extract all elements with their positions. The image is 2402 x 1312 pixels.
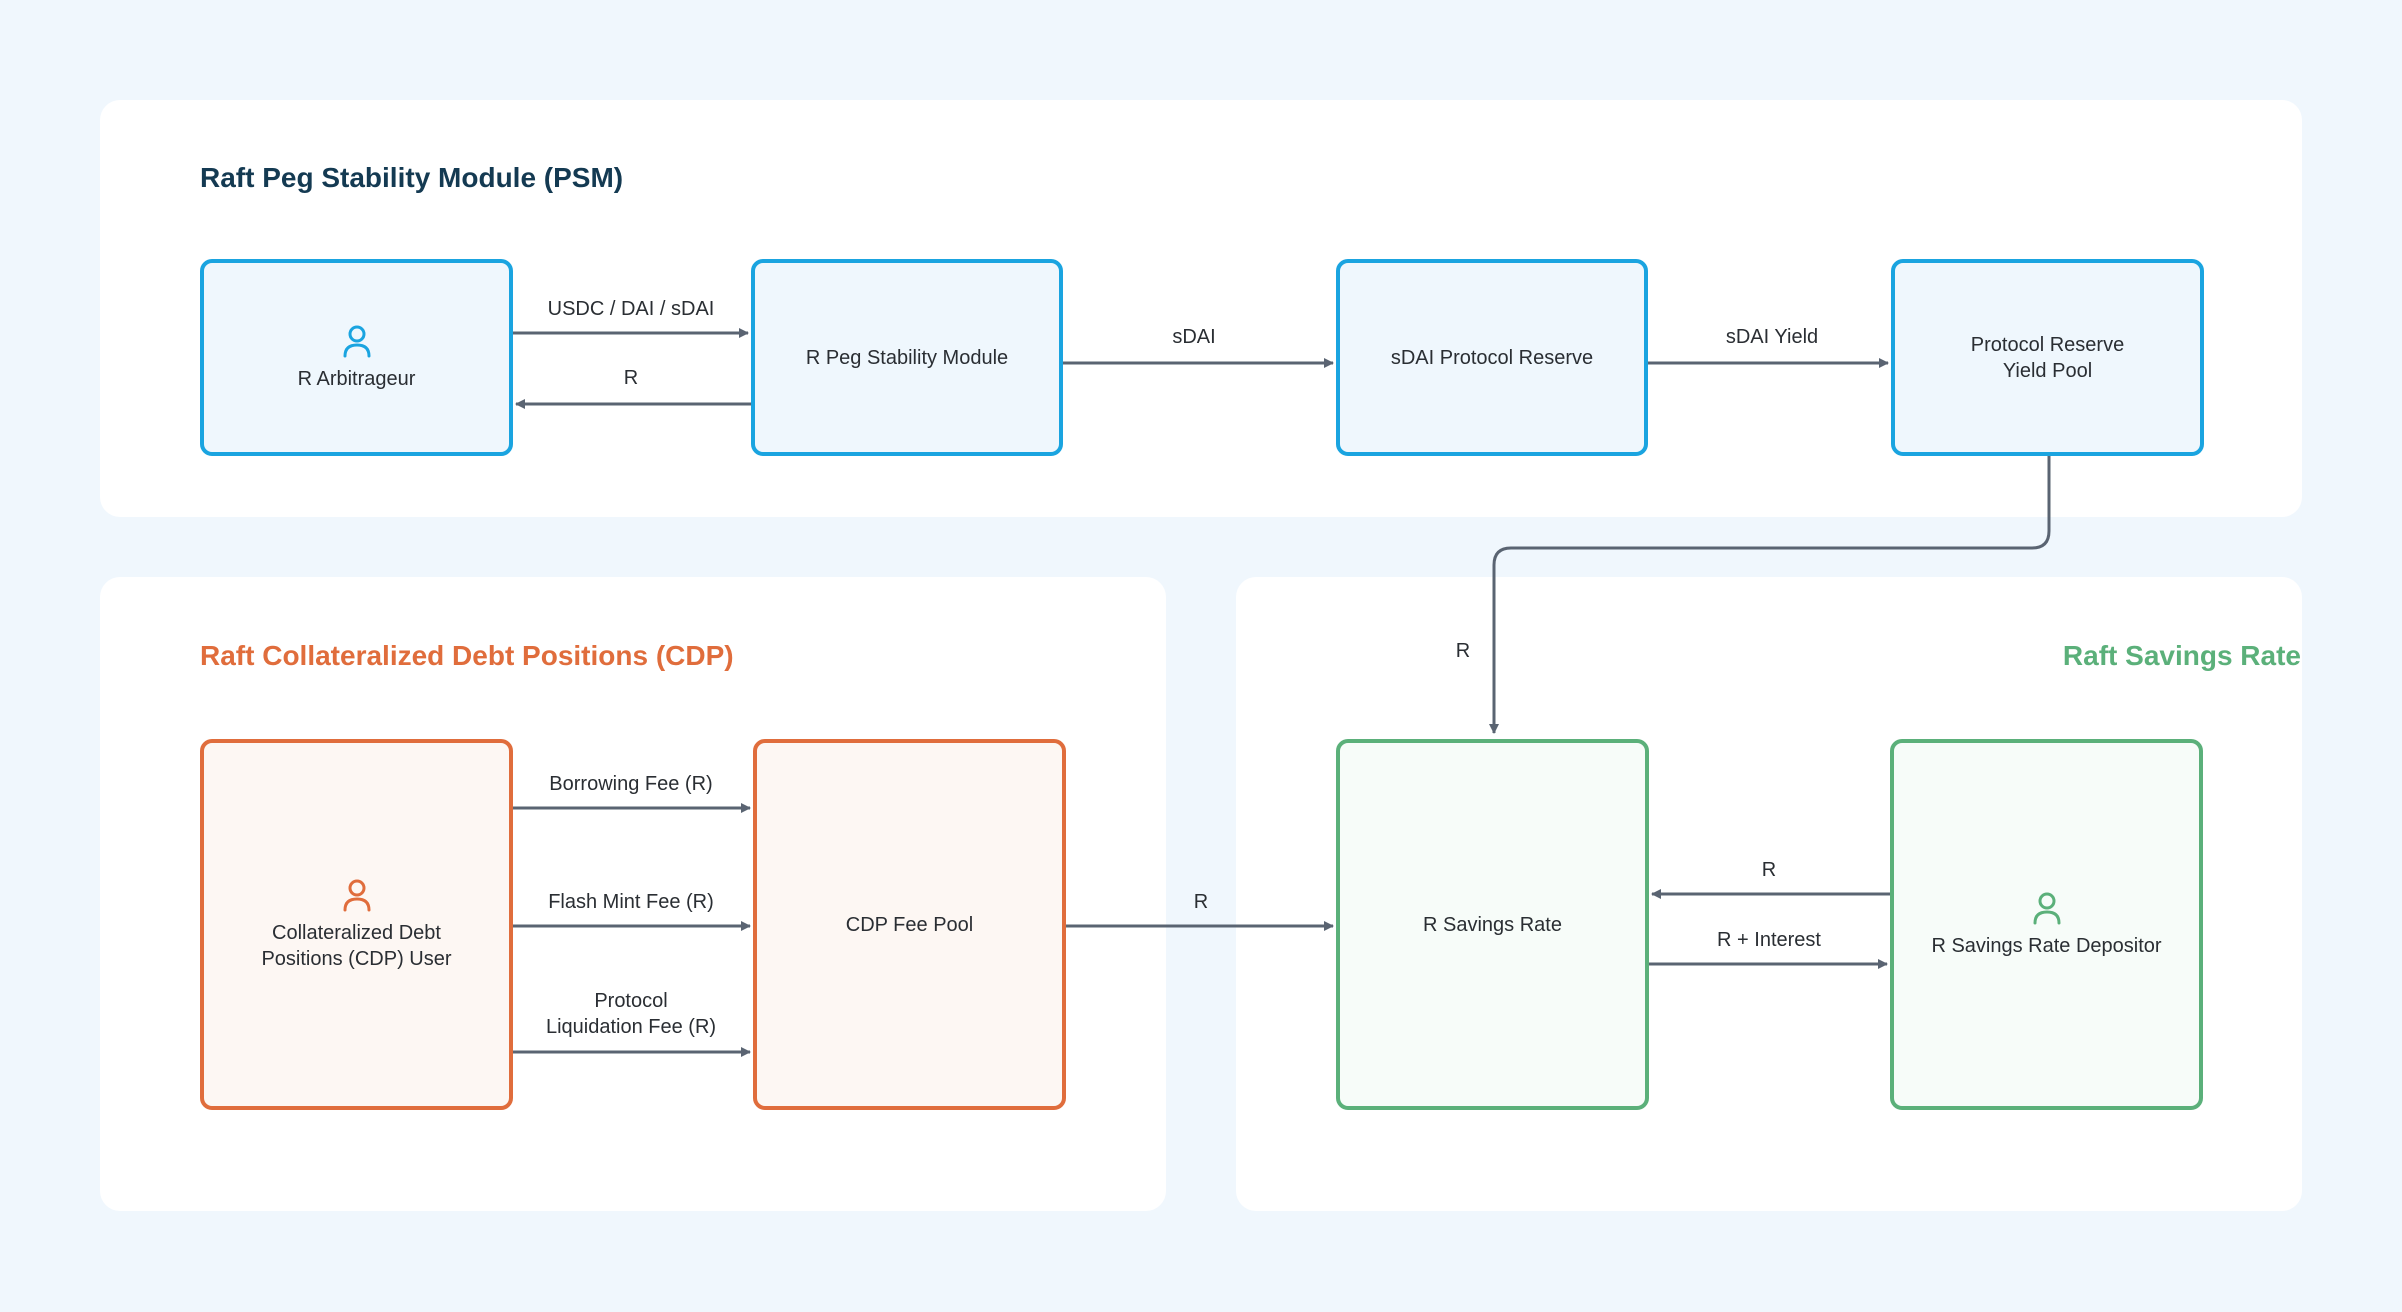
node-label: sDAI Protocol Reserve — [1390, 346, 1594, 369]
edge-label-savings-to-depositor: R + Interest — [1717, 929, 1821, 951]
savings-rate-section-title: Raft Savings Rate — [2062, 640, 2301, 671]
node-label: R Savings Rate — [1423, 913, 1562, 936]
edge-label-borrowing-fee: Borrowing Fee (R) — [549, 773, 713, 795]
node-cdp-user: Collateralized Debt Positions (CDP) User — [200, 739, 513, 1110]
edge-label-psm-to-reserve: sDAI — [1172, 326, 1216, 348]
edge-label-yield-to-savings: R — [1455, 640, 1471, 662]
node-cdp-fee-pool: CDP Fee Pool — [753, 739, 1066, 1110]
node-label: R Arbitrageur — [297, 367, 416, 390]
node-label: R Savings Rate Depositor — [1931, 934, 2162, 957]
node-label: Collateralized Debt Positions (CDP) User — [261, 921, 452, 970]
node-r-peg-stability-module: R Peg Stability Module — [751, 259, 1063, 456]
edge-yield-to-savings — [1489, 456, 2051, 734]
edge-label-arb-to-psm: USDC / DAI / sDAI — [547, 298, 715, 320]
node-label: R Peg Stability Module — [805, 346, 1009, 369]
edge-label-flash-mint-fee: Flash Mint Fee (R) — [548, 891, 714, 913]
edge-label-psm-to-arb: R — [623, 367, 639, 389]
edge-label-depositor-to-savings: R — [1761, 859, 1777, 881]
node-r-arbitrageur: R Arbitrageur — [200, 259, 513, 456]
node-label: Protocol Reserve Yield Pool — [1970, 333, 2125, 382]
user-icon — [2032, 891, 2062, 925]
cdp-section-title: Raft Collateralized Debt Positions (CDP) — [200, 640, 734, 671]
edge-label-liquidation-fee: Protocol Liquidation Fee (R) — [545, 990, 717, 1038]
psm-section-title: Raft Peg Stability Module (PSM) — [200, 162, 624, 193]
node-protocol-reserve-yield-pool: Protocol Reserve Yield Pool — [1891, 259, 2204, 456]
node-sdai-protocol-reserve: sDAI Protocol Reserve — [1336, 259, 1648, 456]
node-r-savings-rate-depositor: R Savings Rate Depositor — [1890, 739, 2203, 1110]
node-label: CDP Fee Pool — [845, 913, 974, 936]
user-icon — [342, 878, 372, 912]
node-r-savings-rate: R Savings Rate — [1336, 739, 1649, 1110]
edge-label-reserve-to-yield: sDAI Yield — [1725, 326, 1819, 348]
user-icon — [342, 324, 372, 358]
edge-label-feepool-to-savings: R — [1193, 891, 1209, 913]
